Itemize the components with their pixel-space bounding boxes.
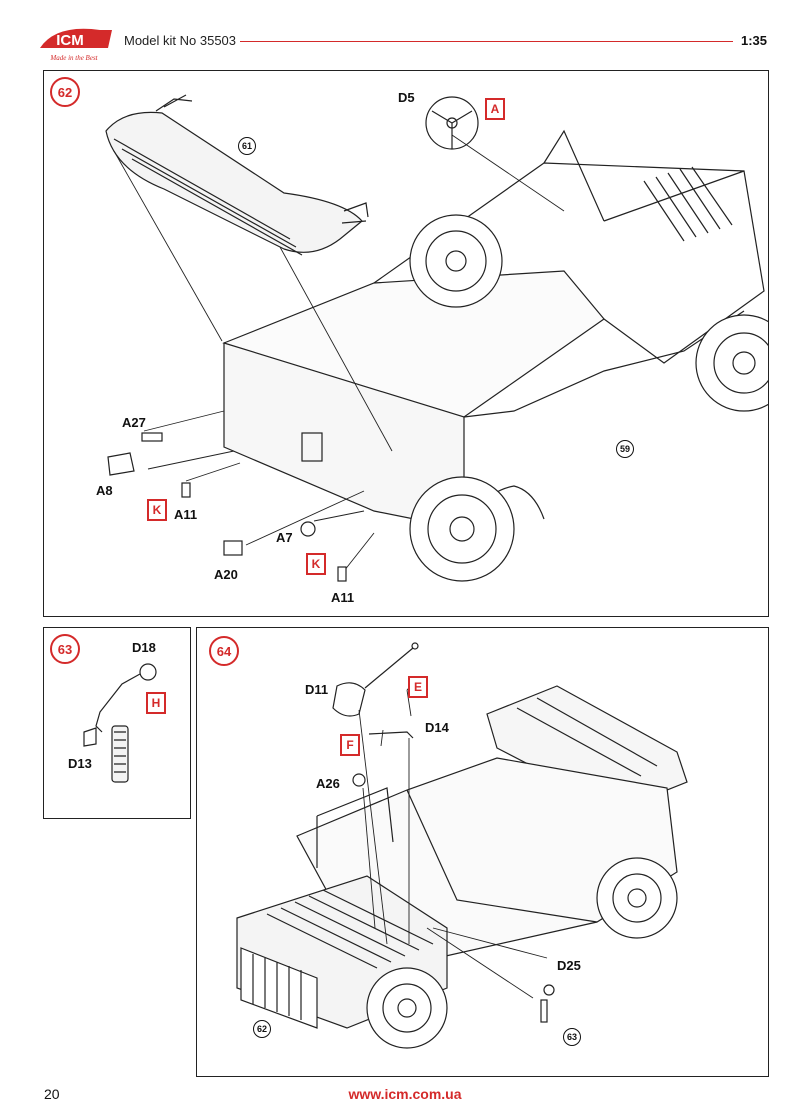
part-a20-label: A20 [214, 567, 238, 582]
page-number: 20 [44, 1086, 60, 1102]
part-a11-label-left: A11 [174, 507, 198, 522]
paint-h-box: H [146, 692, 166, 714]
step-62-drawing [105, 94, 768, 582]
icm-logo: ICM Made in the Best [40, 28, 112, 62]
step-62-badge: 62 [50, 77, 80, 107]
paint-a-box: A [485, 98, 505, 120]
part-a27-label: A27 [122, 415, 146, 430]
paint-k-box-left: K [147, 499, 167, 521]
step-63-panel: 63 D18 H D13 [43, 627, 191, 819]
svg-text:Made in the Best: Made in the Best [49, 54, 98, 62]
ref-59-circle: 59 [616, 440, 634, 458]
step-63-drawing [83, 663, 157, 783]
page-header: ICM Made in the Best Model kit No 35503 … [0, 0, 810, 70]
part-d14-label: D14 [425, 720, 449, 735]
part-d18-label: D18 [132, 640, 156, 655]
paint-e-box: E [408, 676, 428, 698]
step-64-badge: 64 [209, 636, 239, 666]
part-a7-label: A7 [276, 530, 293, 545]
header-rule [240, 41, 733, 42]
part-a8-label: A8 [96, 483, 113, 498]
part-d13-label: D13 [68, 756, 92, 771]
part-a26-label: A26 [316, 776, 340, 791]
kit-title: Model kit No 35503 [124, 33, 237, 48]
folded-roof-drawing [105, 94, 369, 256]
step-64-panel: 64 D11 E D14 F A26 D25 62 63 [196, 627, 769, 1077]
step-63-badge: 63 [50, 634, 80, 664]
part-d5-label: D5 [398, 90, 415, 105]
ref-63-circle: 63 [563, 1028, 581, 1046]
paint-k-box-right: K [306, 553, 326, 575]
part-a11-label-right: A11 [331, 590, 355, 605]
part-d11-label: D11 [305, 682, 329, 697]
vehicle-body-drawing [222, 96, 768, 582]
small-parts-62 [107, 432, 347, 582]
scale-label: 1:35 [741, 33, 768, 48]
step-62-panel: 62 61 59 D5 A A27 A8 K A11 A7 K A20 A11 [43, 70, 769, 617]
step-62-leaders [113, 134, 565, 572]
step-64-drawing [236, 642, 688, 1049]
svg-text:ICM: ICM [56, 32, 84, 49]
paint-f-box: F [340, 734, 360, 756]
part-d25-label: D25 [557, 958, 581, 973]
ref-62-circle: 62 [253, 1020, 271, 1038]
ref-61-circle: 61 [238, 137, 256, 155]
footer-url-link[interactable]: www.icm.com.ua [348, 1086, 462, 1102]
